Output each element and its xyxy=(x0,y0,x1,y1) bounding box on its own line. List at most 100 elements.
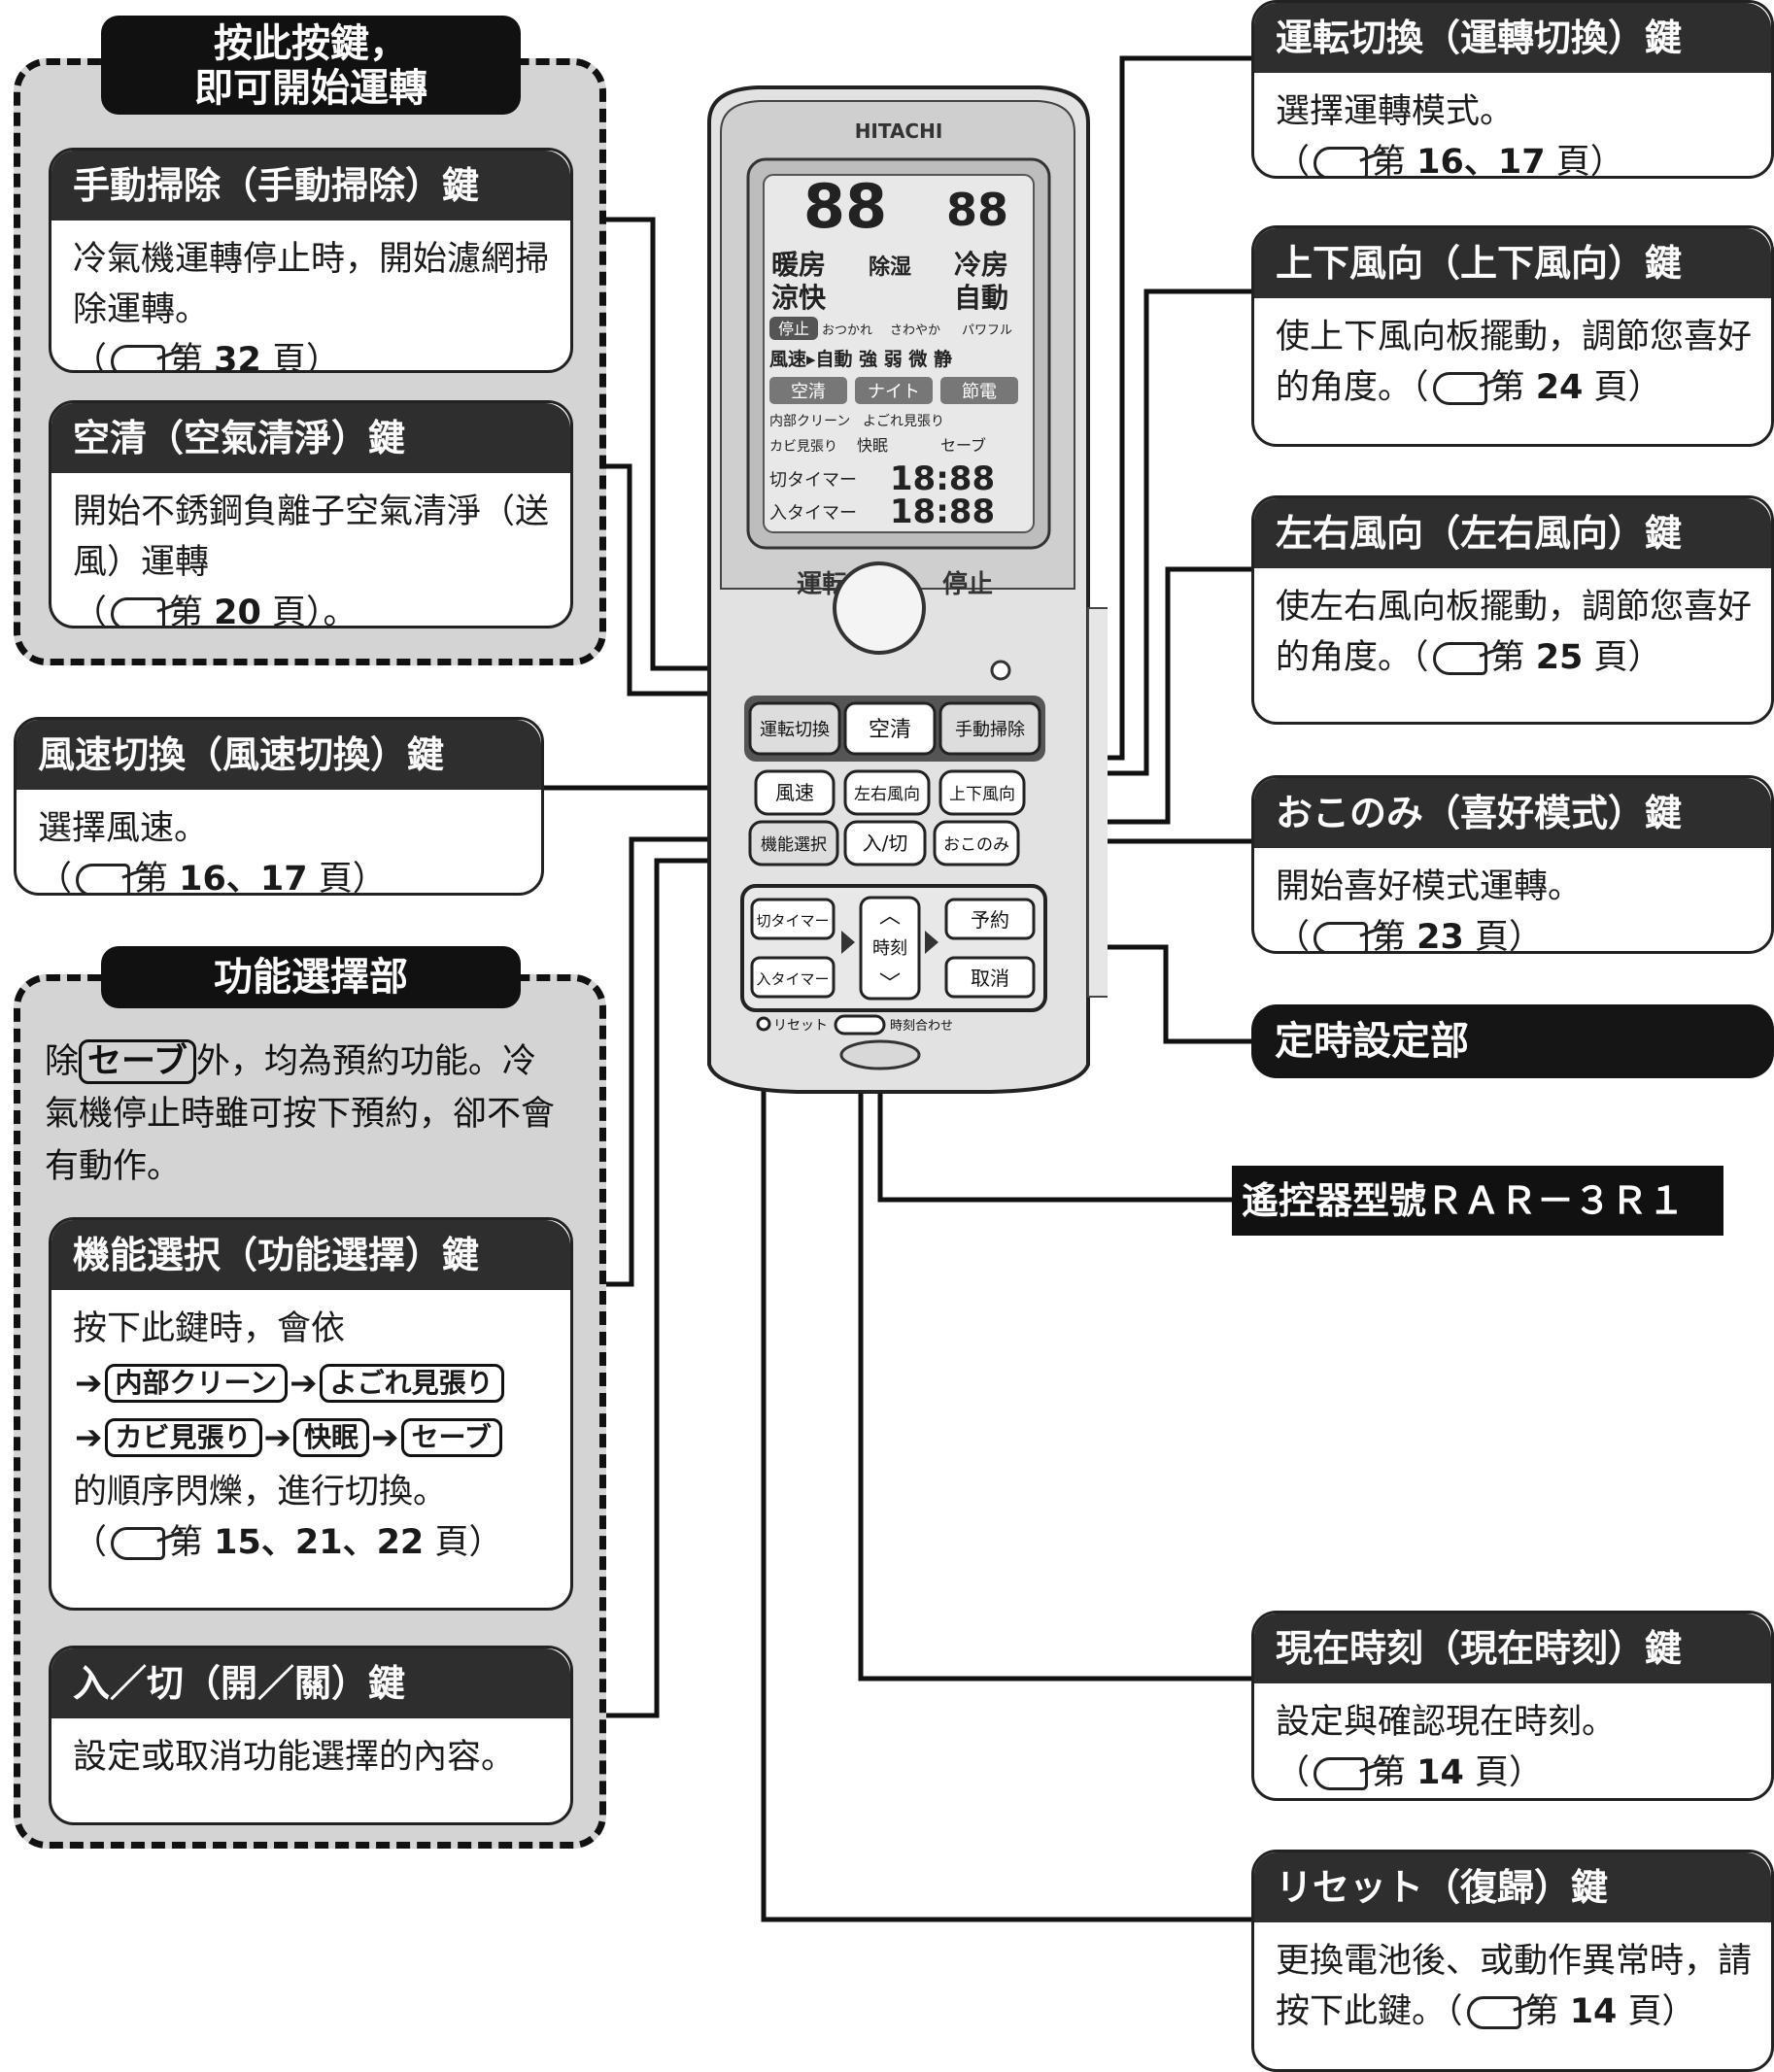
lcd-mode-heat: 暖房 xyxy=(771,249,826,281)
lcd-small-mold: カビ見張り xyxy=(769,439,837,455)
lcd-time-digits-top: 88 xyxy=(946,184,1008,236)
btn-air-clean[interactable]: 空清 xyxy=(843,701,937,756)
svg-text:風速: 風速 xyxy=(775,781,814,804)
svg-text:入タイマー: 入タイマー xyxy=(756,970,829,988)
callout-okonomi-body: 開始喜好模式運轉。 xyxy=(1276,867,1583,906)
stop-label: 停止 xyxy=(942,569,993,599)
btn-function-select[interactable]: 機能選択 xyxy=(748,820,839,866)
callout-on-off-body: 設定或取消功能選擇的內容。 xyxy=(73,1738,516,1777)
btn-okonomi[interactable]: おこのみ xyxy=(933,820,1020,866)
svg-text:左右風向: 左右風向 xyxy=(854,785,920,804)
btn-on-timer[interactable]: 入タイマー xyxy=(750,956,836,999)
callout-fan-speed-ref: （第 16、17 頁） xyxy=(38,860,387,896)
start-keys-title-line2: 即可開始運轉 xyxy=(194,66,427,111)
chevron-up-icon: ︿ xyxy=(879,904,901,929)
remote-brand: HITACHI xyxy=(855,119,943,143)
callout-reset: リセット（復歸）鍵 更換電池後、或動作異常時，請按下此鍵。（第 14 頁） xyxy=(1251,1850,1774,2072)
pointing-hand-icon xyxy=(1313,147,1369,176)
callout-air-clean-body: 開始不銹鋼負離子空氣清淨（送風）運轉 xyxy=(73,493,550,582)
line-clock xyxy=(858,1024,1253,1681)
btn-time-adjust[interactable]: 時刻 xyxy=(859,896,921,1001)
callout-vertical-swing-header: 上下風向（上下風向）鍵 xyxy=(1254,228,1771,298)
pointing-hand-icon xyxy=(76,864,131,893)
callout-horizontal-swing-header: 左右風向（左右風向）鍵 xyxy=(1254,498,1771,568)
lcd-off-timer: 切タイマー xyxy=(769,470,857,491)
run-stop-button[interactable] xyxy=(833,561,926,655)
btn-on-off[interactable]: 入/切 xyxy=(843,820,927,866)
callout-func-select: 機能選択（功能選擇）鍵 按下此鍵時，會依 ➔ 内部クリーン ➔ よごれ見張り ➔… xyxy=(49,1217,573,1611)
lcd-temp-digits: 88 xyxy=(803,171,887,242)
callout-clock-body: 設定與確認現在時刻。 xyxy=(1276,1703,1617,1742)
lcd-time-1: 18:88 xyxy=(890,459,995,498)
callout-air-clean: 空清（空氣清淨）鍵 開始不銹鋼負離子空氣清淨（送風）運轉 （第 20 頁）。 xyxy=(49,400,573,628)
callout-func-select-body-after: 的順序閃爍，進行切換。 xyxy=(73,1473,448,1512)
callout-fan-speed: 風速切換（風速切換）鍵 選擇風速。 （第 16、17 頁） xyxy=(14,717,544,896)
svg-text:運転切換: 運転切換 xyxy=(760,720,830,740)
svg-text:おこのみ: おこのみ xyxy=(943,835,1009,855)
callout-air-clean-header: 空清（空氣清淨）鍵 xyxy=(51,403,570,473)
callout-clock-header: 現在時刻（現在時刻）鍵 xyxy=(1254,1613,1771,1683)
callout-reset-header: リセット（復歸）鍵 xyxy=(1254,1852,1771,1922)
clock-label: 時刻合わせ xyxy=(890,1019,953,1034)
callout-vertical-swing-body: 使上下風向板擺動，調節您喜好的角度。（第 24 頁） xyxy=(1276,318,1753,407)
svg-text:機能選択: 機能選択 xyxy=(761,835,827,855)
callout-manual-clean: 手動掃除（手動掃除）鍵 冷氣機運轉停止時，開始濾網掃除運轉。 （第 32 頁） xyxy=(49,148,573,373)
start-keys-title-line1: 按此按鍵， xyxy=(214,21,408,66)
lcd-small-sleep: 快眠 xyxy=(857,436,888,455)
lcd-flag-powerful: パワフル xyxy=(962,323,1012,338)
callout-on-off: 入／切（開／關）鍵 設定或取消功能選擇的內容。 xyxy=(49,1646,573,1825)
lcd-mode-cozy: 涼快 xyxy=(771,282,827,314)
callout-okonomi: おこのみ（喜好模式）鍵 開始喜好模式運轉。 （第 23 頁） xyxy=(1251,775,1774,954)
lcd-small-internal: 内部クリーン xyxy=(769,414,850,429)
lcd-flag-stop: 停止 xyxy=(778,320,809,338)
pointing-hand-icon xyxy=(111,1527,166,1560)
svg-text:上下風向: 上下風向 xyxy=(949,785,1015,804)
callout-air-clean-ref: （第 20 頁）。 xyxy=(73,594,358,628)
btn-cancel[interactable]: 取消 xyxy=(944,956,1036,999)
btn-off-timer[interactable]: 切タイマー xyxy=(750,898,836,940)
btn-fan-speed[interactable]: 風速 xyxy=(754,769,836,816)
btn-vertical-swing[interactable]: 上下風向 xyxy=(938,769,1026,816)
line-reset xyxy=(761,1030,1253,1922)
svg-text:予約: 予約 xyxy=(971,908,1009,932)
lcd-time-2: 18:88 xyxy=(890,493,995,531)
callout-mode-switch-header: 運転切換（運轉切換）鍵 xyxy=(1254,3,1771,73)
callout-func-select-header: 機能選択（功能選擇）鍵 xyxy=(51,1220,570,1290)
lcd-block-eco: 節電 xyxy=(962,382,997,402)
function-select-note: 除セーブ外，均為預約功能。冷氣機停止時雖可按下預約，卻不會有動作。 xyxy=(45,1036,569,1193)
callout-fan-speed-body: 選擇風速。 xyxy=(38,809,209,848)
svg-text:時刻: 時刻 xyxy=(872,938,907,959)
callout-func-select-body-before: 按下此鍵時，會依 xyxy=(73,1309,346,1348)
func-sequence-row1: ➔ 内部クリーン ➔ よごれ見張り xyxy=(73,1358,551,1409)
callout-reset-body: 更換電池後、或動作異常時，請按下此鍵。（第 14 頁） xyxy=(1276,1942,1753,2031)
btn-reserve[interactable]: 予約 xyxy=(944,898,1036,940)
function-select-group-title: 功能選擇部 xyxy=(101,946,521,1008)
svg-text:手動掃除: 手動掃除 xyxy=(955,720,1025,740)
lcd-block-clean: 空清 xyxy=(791,382,826,402)
seq-internal-clean: 内部クリーン xyxy=(104,1364,289,1403)
lcd-mode-dry: 除湿 xyxy=(869,255,911,280)
callout-okonomi-header: おこのみ（喜好模式）鍵 xyxy=(1254,778,1771,848)
btn-clock[interactable] xyxy=(834,1014,886,1036)
callout-manual-clean-body: 冷氣機運轉停止時，開始濾網掃除運轉。 xyxy=(73,240,550,329)
seq-comfort-sleep: 快眠 xyxy=(293,1418,370,1457)
callout-clock: 現在時刻（現在時刻）鍵 設定與確認現在時刻。 （第 14 頁） xyxy=(1251,1611,1774,1801)
lcd-fan-speed-row: 風速▸自動 強 弱 微 静 xyxy=(769,348,952,370)
lcd-flag-fresh: さわやか xyxy=(890,323,940,338)
callout-vertical-swing: 上下風向（上下風向）鍵 使上下風向板擺動，調節您喜好的角度。（第 24 頁） xyxy=(1251,225,1774,447)
lcd-mode-cool: 冷房 xyxy=(954,249,1008,281)
btn-mode-switch[interactable]: 運転切換 xyxy=(748,701,841,756)
callout-okonomi-ref: （第 23 頁） xyxy=(1276,918,1544,954)
start-keys-group-title: 按此按鍵， 即可開始運轉 xyxy=(101,16,521,115)
lcd-small-save: セーブ xyxy=(940,436,986,455)
btn-horizontal-swing[interactable]: 左右風向 xyxy=(843,769,931,816)
svg-text:切タイマー: 切タイマー xyxy=(756,912,829,930)
callout-horizontal-swing-body: 使左右風向板擺動，調節您喜好的角度。（第 25 頁） xyxy=(1276,588,1753,677)
btn-manual-clean[interactable]: 手動掃除 xyxy=(938,701,1041,756)
callout-fan-speed-header: 風速切換（風速切換）鍵 xyxy=(17,720,541,790)
seq-save: セーブ xyxy=(400,1418,502,1457)
chevron-down-icon: ﹀ xyxy=(879,972,901,997)
btn-reset[interactable] xyxy=(756,1016,771,1032)
callout-mode-switch-body: 選擇運轉模式。 xyxy=(1276,92,1515,131)
